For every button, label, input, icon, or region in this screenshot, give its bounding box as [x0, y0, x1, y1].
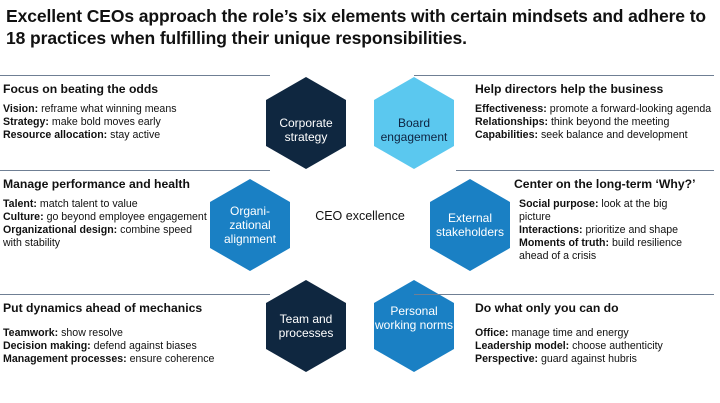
- hex-label-organizational-alignment: Organi- zational alignment: [223, 204, 277, 246]
- divider: [456, 170, 714, 171]
- panel-items: Office: manage time and energy Leadershi…: [475, 327, 713, 366]
- panel-items: Talent: match talent to value Culture: g…: [3, 198, 208, 250]
- list-item: Moments of truth: build resilience ahead…: [519, 237, 683, 262]
- list-item: Decision making: defend against biases: [3, 340, 197, 352]
- panel-heading: Manage performance and health: [3, 177, 190, 191]
- panel-items: Vision: reframe what winning means Strat…: [3, 103, 248, 142]
- list-item: Office: manage time and energy: [475, 327, 629, 339]
- list-item: Resource allocation: stay active: [3, 129, 161, 141]
- panel-heading: Do what only you can do: [475, 301, 619, 315]
- list-item: Perspective: guard against hubris: [475, 353, 637, 365]
- panel-items: Effectiveness: promote a forward-looking…: [475, 103, 713, 142]
- panel-heading: Help directors help the business: [475, 82, 664, 96]
- hex-organizational-alignment: [210, 179, 290, 271]
- hex-external-stakeholders: [430, 179, 510, 271]
- list-item: Culture: go beyond employee engagement: [3, 211, 207, 223]
- divider: [0, 170, 270, 171]
- hex-label-external-stakeholders: External stakeholders: [435, 211, 505, 239]
- hex-label-corporate-strategy: Corporate strategy: [279, 116, 333, 144]
- hex-label-personal-working-norms: Personal working norms: [374, 304, 454, 332]
- panel-items: Teamwork: show resolve Decision making: …: [3, 327, 248, 366]
- page-title: Excellent CEOs approach the role’s six e…: [6, 6, 707, 48]
- divider: [414, 75, 714, 76]
- hex-label-board-engagement: Board engagement: [380, 116, 448, 144]
- list-item: Capabilities: seek balance and developme…: [475, 129, 688, 141]
- list-item: Social purpose: look at the big picture: [519, 198, 668, 223]
- panel-heading: Center on the long-term ‘Why?’: [514, 177, 696, 191]
- panel-heading: Put dynamics ahead of mechanics: [3, 301, 203, 315]
- panel-heading: Focus on beating the odds: [3, 82, 159, 96]
- center-label: CEO excellence: [315, 209, 405, 223]
- list-item: Organizational design: combine speed wit…: [3, 224, 193, 249]
- list-item: Strategy: make bold moves early: [3, 116, 161, 128]
- hex-team-and-processes: [266, 280, 346, 372]
- hex-corporate-strategy: [266, 77, 346, 169]
- list-item: Teamwork: show resolve: [3, 327, 123, 339]
- divider: [414, 294, 714, 295]
- hex-personal-working-norms: [374, 280, 454, 372]
- list-item: Interactions: prioritize and shape: [519, 224, 678, 236]
- divider: [0, 294, 270, 295]
- panel-items: Social purpose: look at the big picture …: [519, 198, 699, 263]
- hex-board-engagement: [374, 77, 454, 169]
- list-item: Relationships: think beyond the meeting: [475, 116, 670, 128]
- divider: [0, 75, 270, 76]
- list-item: Management processes: ensure coherence: [3, 353, 215, 365]
- list-item: Vision: reframe what winning means: [3, 103, 177, 115]
- hex-label-team-and-processes: Team and processes: [278, 312, 334, 340]
- list-item: Talent: match talent to value: [3, 198, 138, 210]
- list-item: Effectiveness: promote a forward-looking…: [475, 103, 712, 115]
- list-item: Leadership model: choose authenticity: [475, 340, 663, 352]
